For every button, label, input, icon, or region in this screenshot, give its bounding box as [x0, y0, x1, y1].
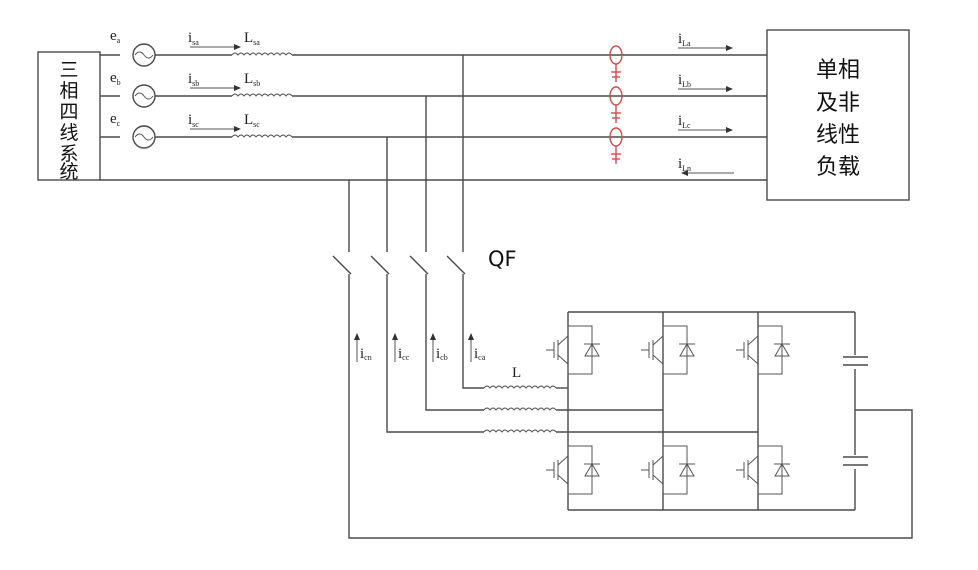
source-label-char-1: 三 — [59, 59, 78, 81]
phase-c-line — [100, 125, 767, 149]
inverter-bridge — [567, 311, 856, 511]
inductor-lsb-label: Lsb — [244, 71, 260, 88]
apf-branch-lines — [348, 55, 464, 252]
emf-b-label: eb — [110, 70, 121, 87]
source-label-char-6: 统 — [59, 161, 78, 183]
inductor-lsc-label: Lsc — [244, 112, 260, 129]
igbt-upper-1 — [546, 325, 600, 375]
igbt-upper-3 — [736, 325, 790, 375]
comp-current-icn-label: icn — [360, 346, 372, 362]
dc-capacitor-lower — [843, 455, 868, 469]
source-label-char-4: 线 — [59, 122, 78, 144]
load-label-line-3: 线性 — [816, 123, 860, 148]
source-label-char-5: 系 — [59, 143, 78, 165]
source-label-char-2: 相 — [59, 80, 78, 102]
load-label-line-4: 负载 — [816, 155, 860, 180]
current-transformer-a — [609, 45, 623, 82]
comp-current-icc-label: icc — [398, 346, 410, 362]
filter-inductors — [483, 385, 758, 433]
current-transformer-c — [609, 127, 623, 164]
emf-a-label: ea — [110, 28, 121, 45]
emf-c-label: ec — [110, 111, 121, 128]
filter-inductor-label: L — [512, 365, 521, 381]
igbt-lower-1 — [546, 445, 600, 495]
inductor-lsa-label: Lsa — [244, 30, 260, 47]
current-transformer-b — [609, 86, 623, 123]
current-isa-label: isa — [188, 30, 199, 47]
comp-current-arrows — [354, 333, 474, 362]
comp-current-ica-label: ica — [474, 346, 486, 362]
three-phase-four-wire-source-box — [37, 51, 101, 181]
nonlinear-load-box — [766, 29, 910, 201]
current-isb-label: isb — [188, 71, 199, 88]
load-current-iln-label: iLn — [678, 156, 691, 173]
load-current-ilb-label: iLb — [678, 72, 691, 89]
load-current-ila-label: iLa — [678, 31, 691, 48]
load-label-line-1: 单相 — [816, 58, 860, 83]
current-isc-label: isc — [188, 112, 199, 129]
qf-label: QF — [488, 247, 517, 271]
load-label-line-2: 及非 — [816, 91, 860, 116]
igbt-upper-2 — [641, 325, 695, 375]
phase-b-line — [100, 84, 767, 108]
igbt-lower-3 — [736, 445, 790, 495]
source-label-char-3: 四 — [59, 101, 78, 123]
qf-breaker — [332, 255, 466, 275]
dc-capacitor-upper — [843, 355, 868, 369]
igbt-lower-2 — [641, 445, 695, 495]
comp-current-icb-label: icb — [436, 346, 448, 362]
apf-lower-lines — [348, 274, 913, 539]
phase-a-line — [100, 43, 767, 67]
load-current-ilc-label: iLc — [678, 113, 691, 130]
